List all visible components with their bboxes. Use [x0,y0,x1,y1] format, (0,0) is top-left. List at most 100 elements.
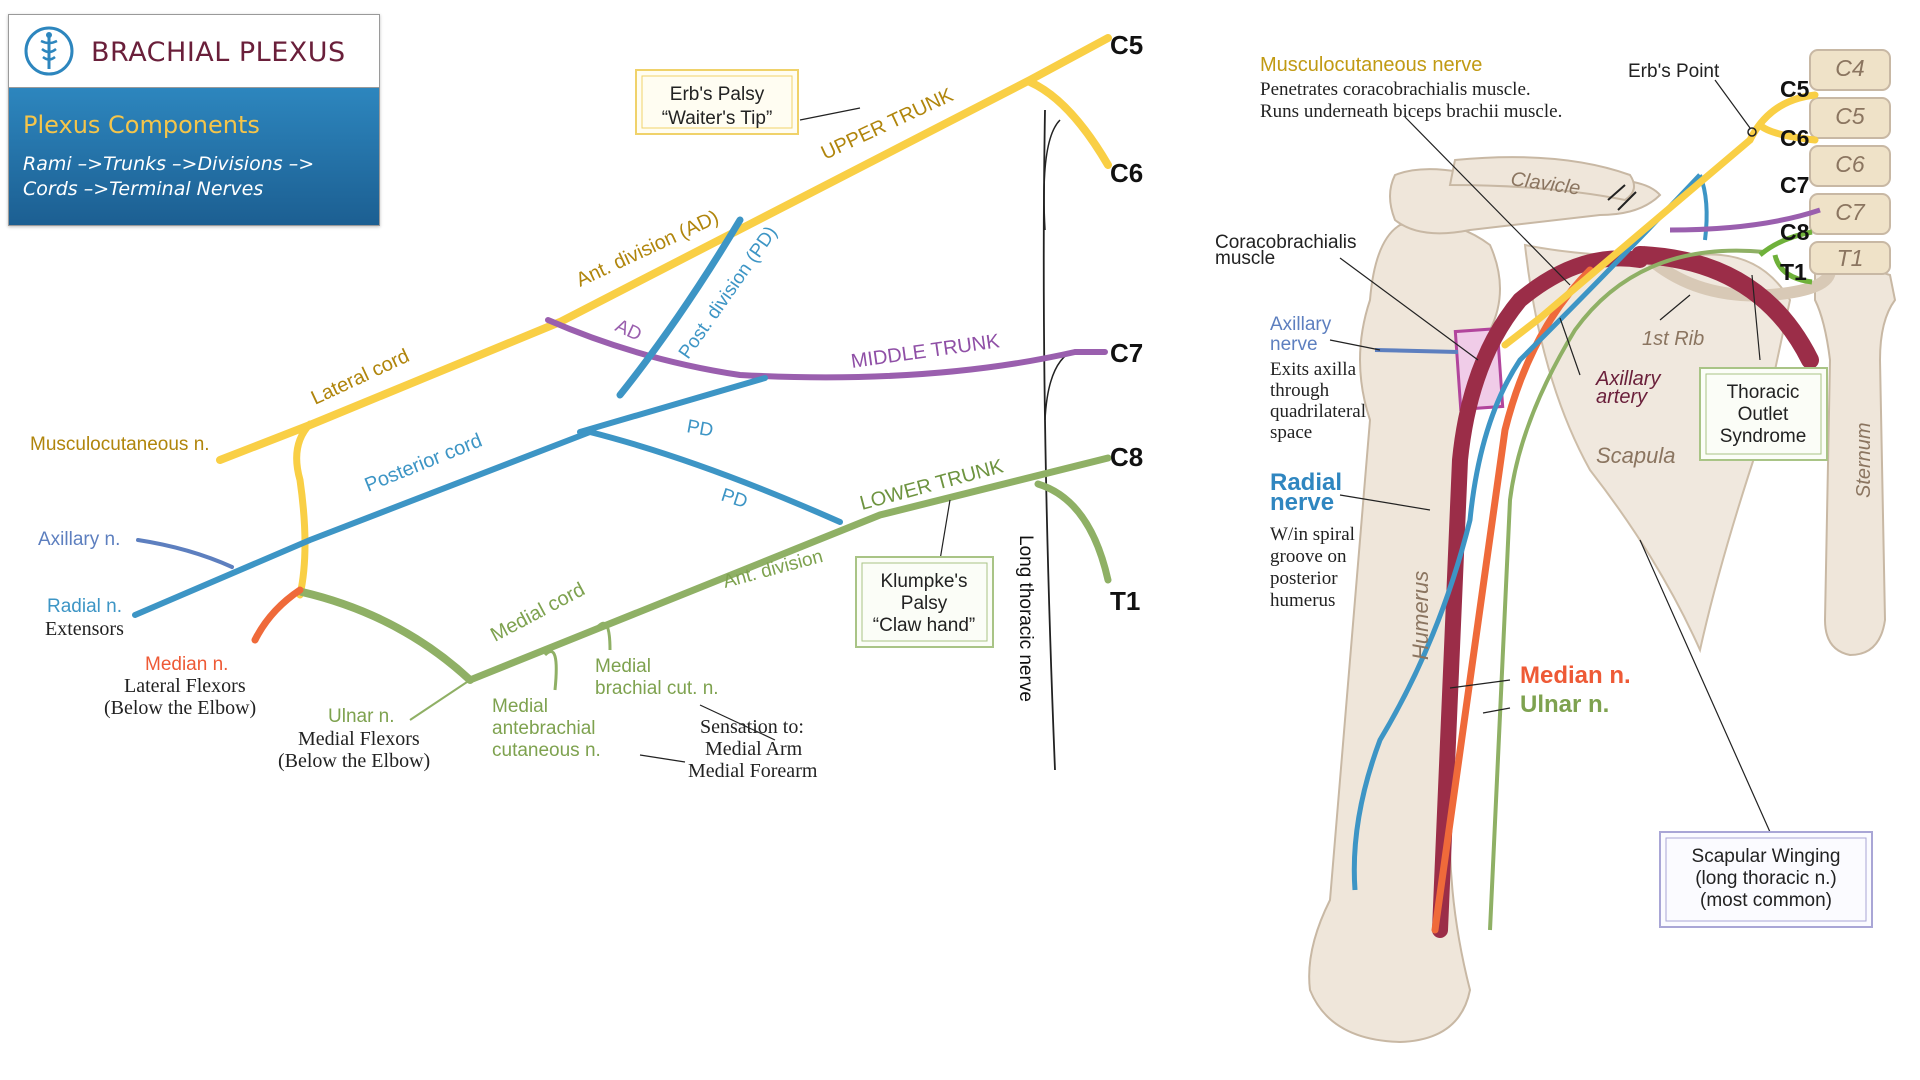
axillary-nerve-line-2: nerve [1270,334,1318,355]
ulnar-label-right: Ulnar n. [1520,691,1609,718]
long-thoracic-nerve-line [1042,109,1056,771]
radial-label: Radial n. [47,596,122,617]
klumpke-leader [939,499,951,561]
pd-lower [587,429,843,525]
radial-desc: Extensors [45,618,124,640]
right-root-t1: T1 [1780,259,1807,285]
header-panel [9,88,379,225]
rib-leader [1659,294,1691,321]
vertebra-c7-label: C7 [1835,199,1866,225]
header-line-2: Cords –>Terminal Nerves [23,178,264,200]
mc-line-1: Penetrates coracobrachialis muscle. [1260,79,1531,100]
post-division-upper [616,216,744,399]
axillary-label: Axillary n. [38,529,120,550]
lateral-cord-to-median [293,420,314,599]
pd-label-2: PD [718,485,750,513]
sens-leader-1 [699,704,776,741]
mc-leader [1404,116,1571,286]
ulnar-desc-1: Medial Flexors [298,728,420,750]
vertebral-column [1809,49,1891,275]
lower-trunk-label: LOWER TRUNK [858,455,1007,515]
ad-label: AD [612,315,645,345]
right-root-c5: C5 [1780,76,1810,102]
cb-line-2: muscle [1215,248,1275,269]
winging-line-1: Scapular Winging [1692,846,1841,867]
vertebra-c5-label: C5 [1835,103,1865,129]
tos-box [1699,367,1828,461]
cb-leader [1339,257,1479,361]
ulnar-leader-right [1482,707,1511,714]
axillary-desc-2: through [1270,380,1330,401]
header-line-1: Rami –>Trunks –>Divisions –> [23,153,315,175]
mc-line-2: Runs underneath biceps brachii muscle. [1260,101,1562,122]
ulnar-nerve [1488,248,1766,931]
root-t1: T1 [1110,586,1140,616]
tos-line-1: Thoracic [1727,382,1800,403]
root-c6: C6 [1110,158,1143,188]
mbc-line-1: Medial [595,656,651,677]
artery-label-1: Axillary [1595,368,1661,390]
mabc-line-1: Medial [492,696,548,717]
axillary-nerve-line-1: Axillary [1270,314,1332,335]
vertebra-c5 [1809,97,1891,139]
radial-desc-4: humerus [1270,590,1335,611]
ant-division-label: Ant. division [721,546,825,593]
sternum-label: Sternum [1853,422,1875,498]
header-card: BRACHIAL PLEXUS Plexus Components Rami –… [8,14,380,226]
mbc-branch [593,621,612,651]
caduceus-icon [24,26,74,76]
tos-leader [1751,274,1761,361]
t1-nerve [1772,254,1813,285]
erb-box [635,69,799,135]
axillary-branch [136,538,234,569]
c8-nerve [1758,229,1813,257]
erbs-point-label: Erb's Point [1628,61,1720,82]
anatomy-illustration [1308,49,1897,1044]
median-label-right: Median n. [1520,662,1631,689]
median-leader [1449,679,1511,689]
posterior-cord [132,429,593,618]
axillary-nerve [1374,348,1459,354]
erbs-leader [1714,79,1751,129]
klumpke-box-line-3: “Claw hand” [873,615,975,636]
tos-line-2: Outlet [1738,404,1789,425]
axillary-desc-4: space [1270,422,1312,443]
schematic [132,34,1112,771]
mabc-line-3: cutaneous n. [492,740,601,761]
median-desc-2: (Below the Elbow) [104,697,256,719]
middle-trunk [545,317,1108,381]
erbs-point-marker [1747,127,1757,137]
radial-desc-2: groove on [1270,546,1347,567]
c7-nerve [1669,207,1821,233]
root-c5: C5 [1110,30,1143,60]
radial-nerve [1351,173,1702,891]
lateral-cord-label: Lateral cord [308,345,413,410]
klumpke-box-line-2: Palsy [901,593,948,614]
vertebra-c4 [1809,49,1891,91]
sens-leader-2 [639,754,686,763]
median-branch [251,586,304,644]
tos-line-3: Syndrome [1720,426,1807,447]
c6-root [1026,78,1112,169]
long-thoracic-c7-branch [1044,349,1076,421]
first-rib-label: 1st Rib [1642,328,1704,350]
right-root-c6: C6 [1780,125,1809,151]
mabc-branch [543,650,558,691]
klumpke-box-line-1: Klumpke's [880,571,967,592]
sensation-arm: Medial Arm [705,738,803,760]
ulnar-label: Ulnar n. [328,706,395,727]
sensation-title: Sensation to: [700,716,804,738]
ulnar-desc-2: (Below the Elbow) [278,750,430,772]
vertebra-c4-label: C4 [1835,55,1864,81]
pd-label-1: PD [685,416,715,441]
mbc-line-2: brachial cut. n. [595,678,719,699]
long-thoracic-label: Long thoracic nerve [1015,535,1036,702]
subclavian-artery [1631,246,1819,369]
radial-desc-3: posterior [1270,568,1338,589]
erb-box-line-1: Erb's Palsy [670,84,765,105]
radial-leader [1339,494,1431,511]
root-c8: C8 [1110,442,1143,472]
artery-label-2: artery [1596,386,1648,408]
winging-box [1659,831,1873,928]
